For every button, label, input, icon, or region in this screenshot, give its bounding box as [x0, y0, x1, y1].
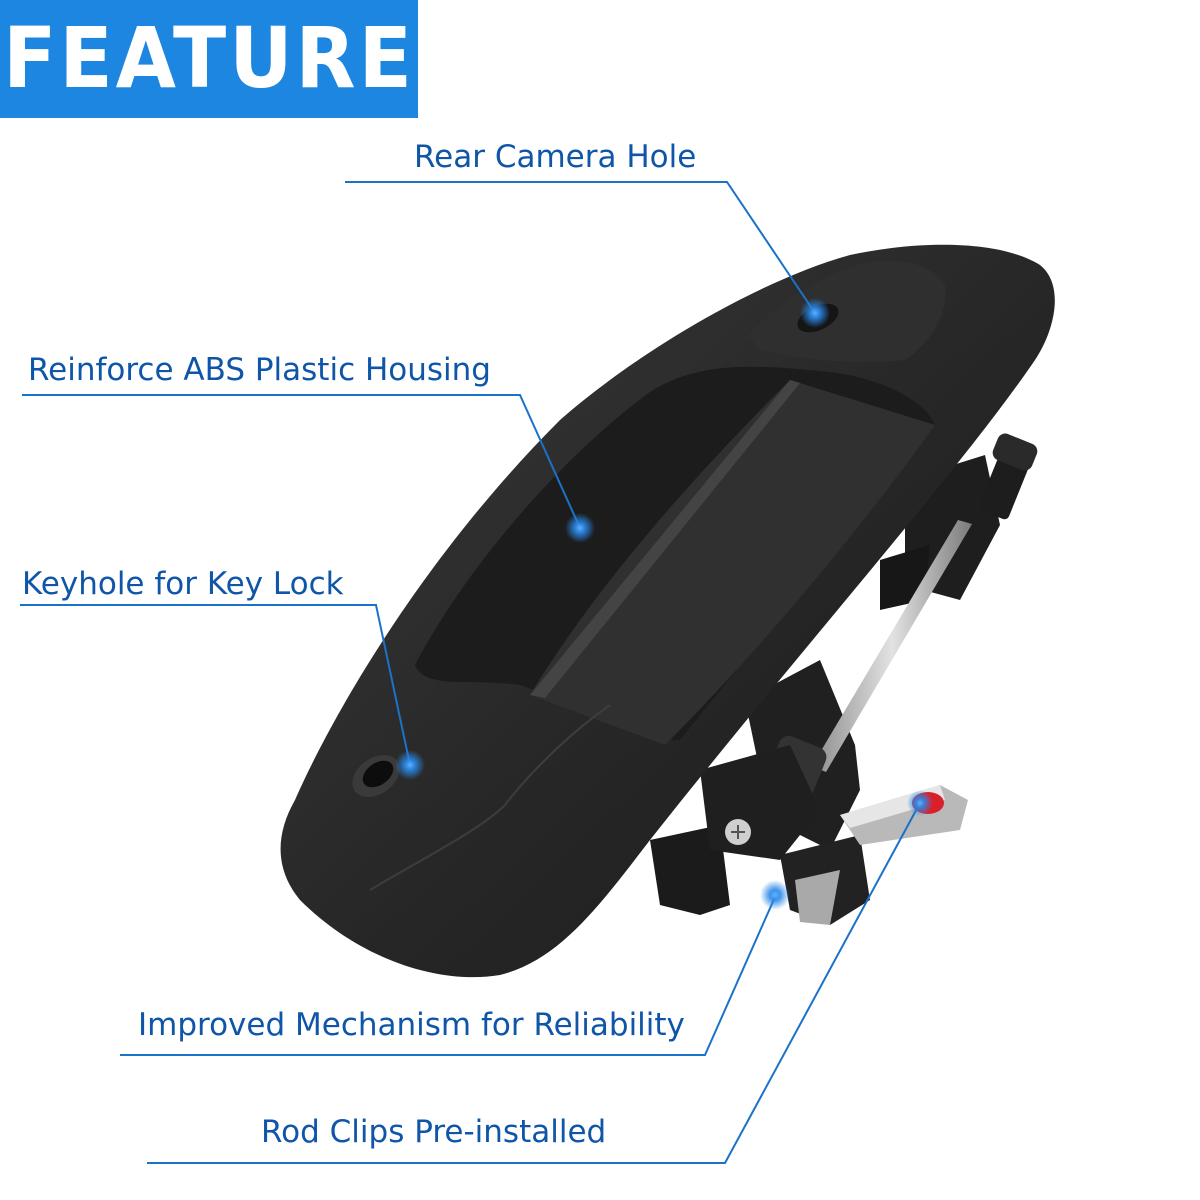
leader-line-mechanism — [120, 896, 776, 1056]
label-rear-camera-hole: Rear Camera Hole — [414, 139, 697, 175]
callout-dots — [395, 298, 933, 910]
callout-dot-rodclips — [907, 790, 933, 816]
callout-dot-camera — [800, 298, 830, 328]
banner-title: FEATURE — [3, 10, 415, 108]
leader-line-rodclips — [147, 802, 921, 1164]
feature-banner: FEATURE — [0, 0, 418, 118]
leader-line-housing — [22, 394, 581, 529]
label-rod-clips: Rod Clips Pre-installed — [261, 1114, 607, 1150]
callout-dot-keyhole — [395, 750, 425, 780]
leader-line-camera — [345, 181, 816, 314]
leader-line-keyhole — [20, 604, 411, 766]
callout-lines — [20, 181, 921, 1164]
handle-housing — [280, 244, 1055, 978]
label-keyhole: Keyhole for Key Lock — [22, 566, 344, 602]
pivot-block — [700, 745, 820, 860]
callout-dot-mechanism — [760, 880, 790, 910]
label-abs-housing: Reinforce ABS Plastic Housing — [28, 352, 491, 388]
callout-dot-housing — [565, 513, 595, 543]
label-mechanism: Improved Mechanism for Reliability — [138, 1007, 685, 1043]
